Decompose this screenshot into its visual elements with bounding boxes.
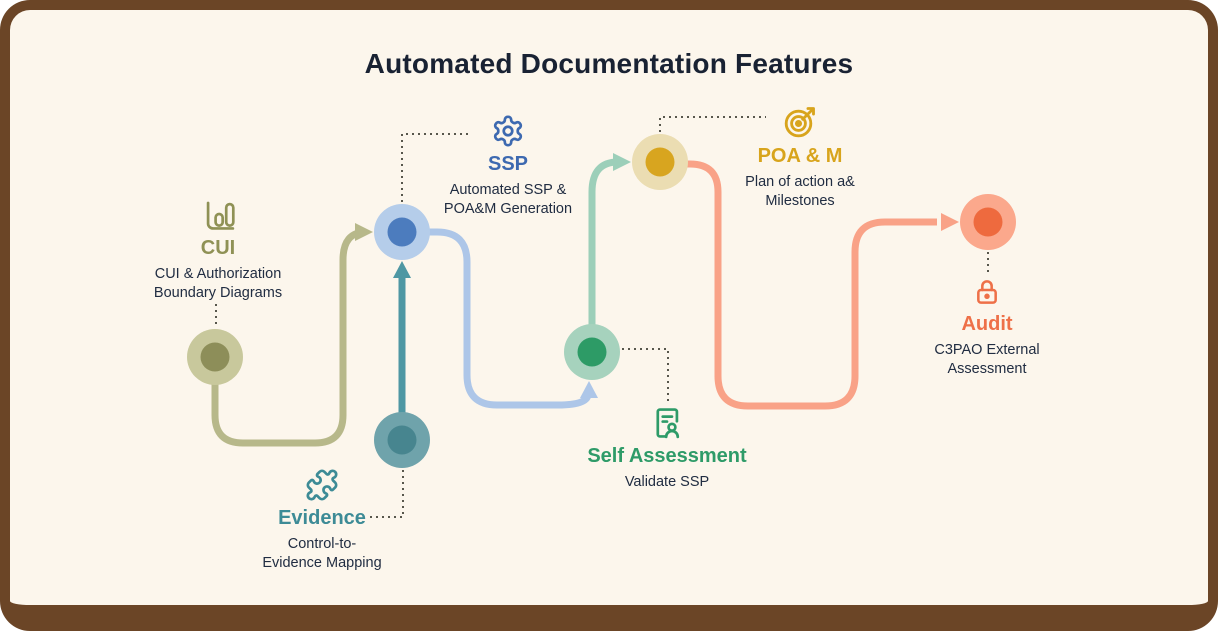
ssp-label-group: SSP Automated SSP & POA&M Generation (418, 114, 598, 219)
desc-line: CUI & Authorization (154, 266, 282, 282)
audit-title: Audit (961, 313, 1013, 335)
ssp-description: Automated SSP & POA&M Generation (444, 181, 572, 219)
evidence-label-group: Evidence Control-to- Evidence Mapping (232, 468, 412, 573)
arrowhead-blue (580, 381, 598, 398)
desc-line: Assessment (947, 361, 1027, 378)
cui-description: CUI & Authorization Boundary Diagrams (154, 265, 282, 303)
desc-line: Validate SSP (624, 474, 710, 490)
connector-poam (659, 116, 766, 132)
cui-label-group: CUI CUI & Authorization Boundary Diagram… (128, 198, 308, 303)
evidence-node-inner (387, 425, 417, 455)
cui-node-inner (200, 342, 230, 372)
selfassessment-label-group: Self Assessment Validate SSP (557, 406, 777, 492)
audit-label-group: Audit C3PAO External Assessment (897, 276, 1077, 379)
desc-line: Milestones (765, 193, 835, 210)
connector-selfassessment (622, 348, 669, 401)
evidence-title: Evidence (278, 507, 366, 529)
ssp-title: SSP (487, 153, 529, 175)
poam-node-inner (645, 147, 675, 177)
desc-line: Control-to- (287, 536, 357, 552)
flow-path-selfassessment-to-poam (588, 158, 619, 348)
flow-path-cui-to-ssp (211, 228, 367, 447)
connector-ssp (401, 133, 470, 202)
desc-line: Automated SSP & (449, 182, 567, 198)
target-icon (784, 107, 815, 138)
lock-icon (977, 280, 997, 304)
desc-line: C3PAO External (934, 342, 1040, 358)
flow-path-ssp-to-selfassessment (402, 228, 592, 409)
flow-path-poam-to-audit (662, 160, 937, 410)
ssp-node-inner (387, 217, 417, 247)
audit-node-inner (973, 207, 1003, 237)
arrowhead-teal (393, 261, 411, 278)
desc-line: Plan of action a& (745, 174, 855, 190)
arrowhead-orange (941, 213, 959, 231)
audit-description: C3PAO External Assessment (934, 341, 1039, 379)
selfassessment-node-inner (577, 337, 607, 367)
arrowhead-olive (355, 223, 373, 241)
gear-icon (493, 115, 523, 147)
poam-label-group: POA & M Plan of action a& Milestones (710, 104, 890, 211)
bar-chart-icon (206, 201, 235, 230)
cui-title: CUI (200, 237, 236, 259)
evidence-description: Control-to- Evidence Mapping (262, 535, 381, 573)
desc-line: POA&M Generation (443, 201, 573, 218)
selfassessment-description: Validate SSP (625, 473, 709, 492)
poam-title: POA & M (757, 145, 843, 167)
selfassessment-title: Self Assessment (587, 445, 747, 467)
document-user-icon (656, 408, 680, 439)
puzzle-icon (306, 469, 338, 501)
desc-line: Boundary Diagrams (153, 285, 283, 302)
arrowhead-green (613, 153, 631, 171)
page-title: Automated Documentation Features (364, 48, 854, 79)
desc-line: Evidence Mapping (262, 555, 382, 572)
poam-description: Plan of action a& Milestones (745, 173, 855, 211)
